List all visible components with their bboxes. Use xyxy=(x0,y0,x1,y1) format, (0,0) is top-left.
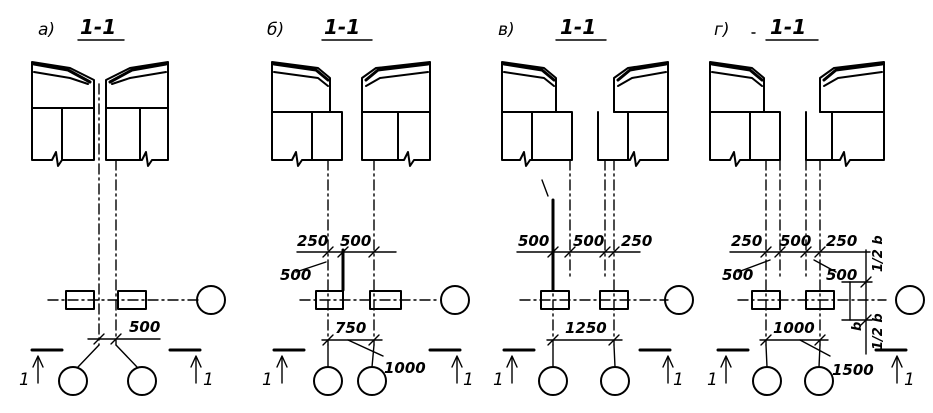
column-circle xyxy=(313,366,343,396)
panel-g-letter: г) xyxy=(714,20,730,40)
dimension-label: 250 xyxy=(621,232,652,250)
dimension-label: 1250 xyxy=(565,319,607,337)
panel-a: а) 1-1 500 xyxy=(19,15,226,396)
panel-b: б) 1-1 250 500 500 xyxy=(262,15,474,396)
column-circle xyxy=(357,366,387,396)
panel-b-letter: б) xyxy=(267,20,284,40)
column-circle xyxy=(440,285,470,315)
section-mark-number: 1 xyxy=(904,370,915,390)
dimension-label: 1000 xyxy=(773,319,815,337)
section-mark-number: 1 xyxy=(707,370,718,390)
column-circle xyxy=(752,366,782,396)
panel-g-section-label: 1-1 xyxy=(770,15,806,39)
dimension-label: 1000 xyxy=(384,359,426,377)
structure-right xyxy=(597,61,669,167)
rail-block xyxy=(315,290,344,310)
panel-b-section-label: 1-1 xyxy=(324,15,360,39)
rail-block xyxy=(599,290,629,310)
dimension-label: 500 xyxy=(129,318,160,336)
rail-block xyxy=(805,290,835,310)
section-mark-number: 1 xyxy=(262,370,273,390)
panel-v-letter: в) xyxy=(498,20,515,40)
column-circle xyxy=(58,366,88,396)
dimension-label: 250 xyxy=(297,232,328,250)
rail-block xyxy=(751,290,781,310)
rail-block xyxy=(117,290,147,310)
section-mark-number: 1 xyxy=(493,370,504,390)
dimension-label: 500 xyxy=(280,266,311,284)
dimension-label: 500 xyxy=(340,232,371,250)
column-circle xyxy=(600,366,630,396)
section-mark-number: 1 xyxy=(673,370,684,390)
dimension-label: b xyxy=(850,322,865,331)
column-circle xyxy=(664,285,694,315)
dimension-label: 1500 xyxy=(832,361,874,379)
rail-block xyxy=(540,290,570,310)
dimension-label: 250 xyxy=(826,232,857,250)
structure-left xyxy=(709,61,781,167)
structure-left xyxy=(501,61,573,167)
panel-v: в) 1-1 500 500 250 xyxy=(493,15,694,396)
dimension-label: 1/2 b xyxy=(871,313,886,350)
structure-right xyxy=(805,61,885,167)
column-circle xyxy=(804,366,834,396)
dimension-label: 500 xyxy=(780,232,811,250)
section-mark-number: 1 xyxy=(203,370,214,390)
dimension-label: 1/2 b xyxy=(871,235,886,272)
structure-right xyxy=(105,61,169,167)
structure-left xyxy=(271,61,343,167)
section-mark-number: 1 xyxy=(463,370,474,390)
panel-v-section-label: 1-1 xyxy=(560,15,596,39)
column-circle xyxy=(127,366,157,396)
column-circle xyxy=(196,285,226,315)
panel-a-letter: а) xyxy=(38,20,55,40)
dimension-label: 500 xyxy=(722,266,753,284)
dimension-label: 500 xyxy=(826,266,857,284)
rail-block xyxy=(65,290,95,310)
dimension-label: 500 xyxy=(573,232,604,250)
panel-g: г) 1-1 250 500 250 500 xyxy=(707,15,925,396)
structure-left xyxy=(31,61,95,167)
rail-block xyxy=(369,290,402,310)
column-circle xyxy=(538,366,568,396)
dimension-label: 250 xyxy=(731,232,762,250)
panel-a-section-label: 1-1 xyxy=(80,15,116,39)
tick xyxy=(541,179,549,197)
structure-right xyxy=(361,61,431,167)
dimension-label: 500 xyxy=(518,232,549,250)
column-circle xyxy=(895,285,925,315)
section-mark-number: 1 xyxy=(19,370,30,390)
dimension-label: 750 xyxy=(335,319,366,337)
